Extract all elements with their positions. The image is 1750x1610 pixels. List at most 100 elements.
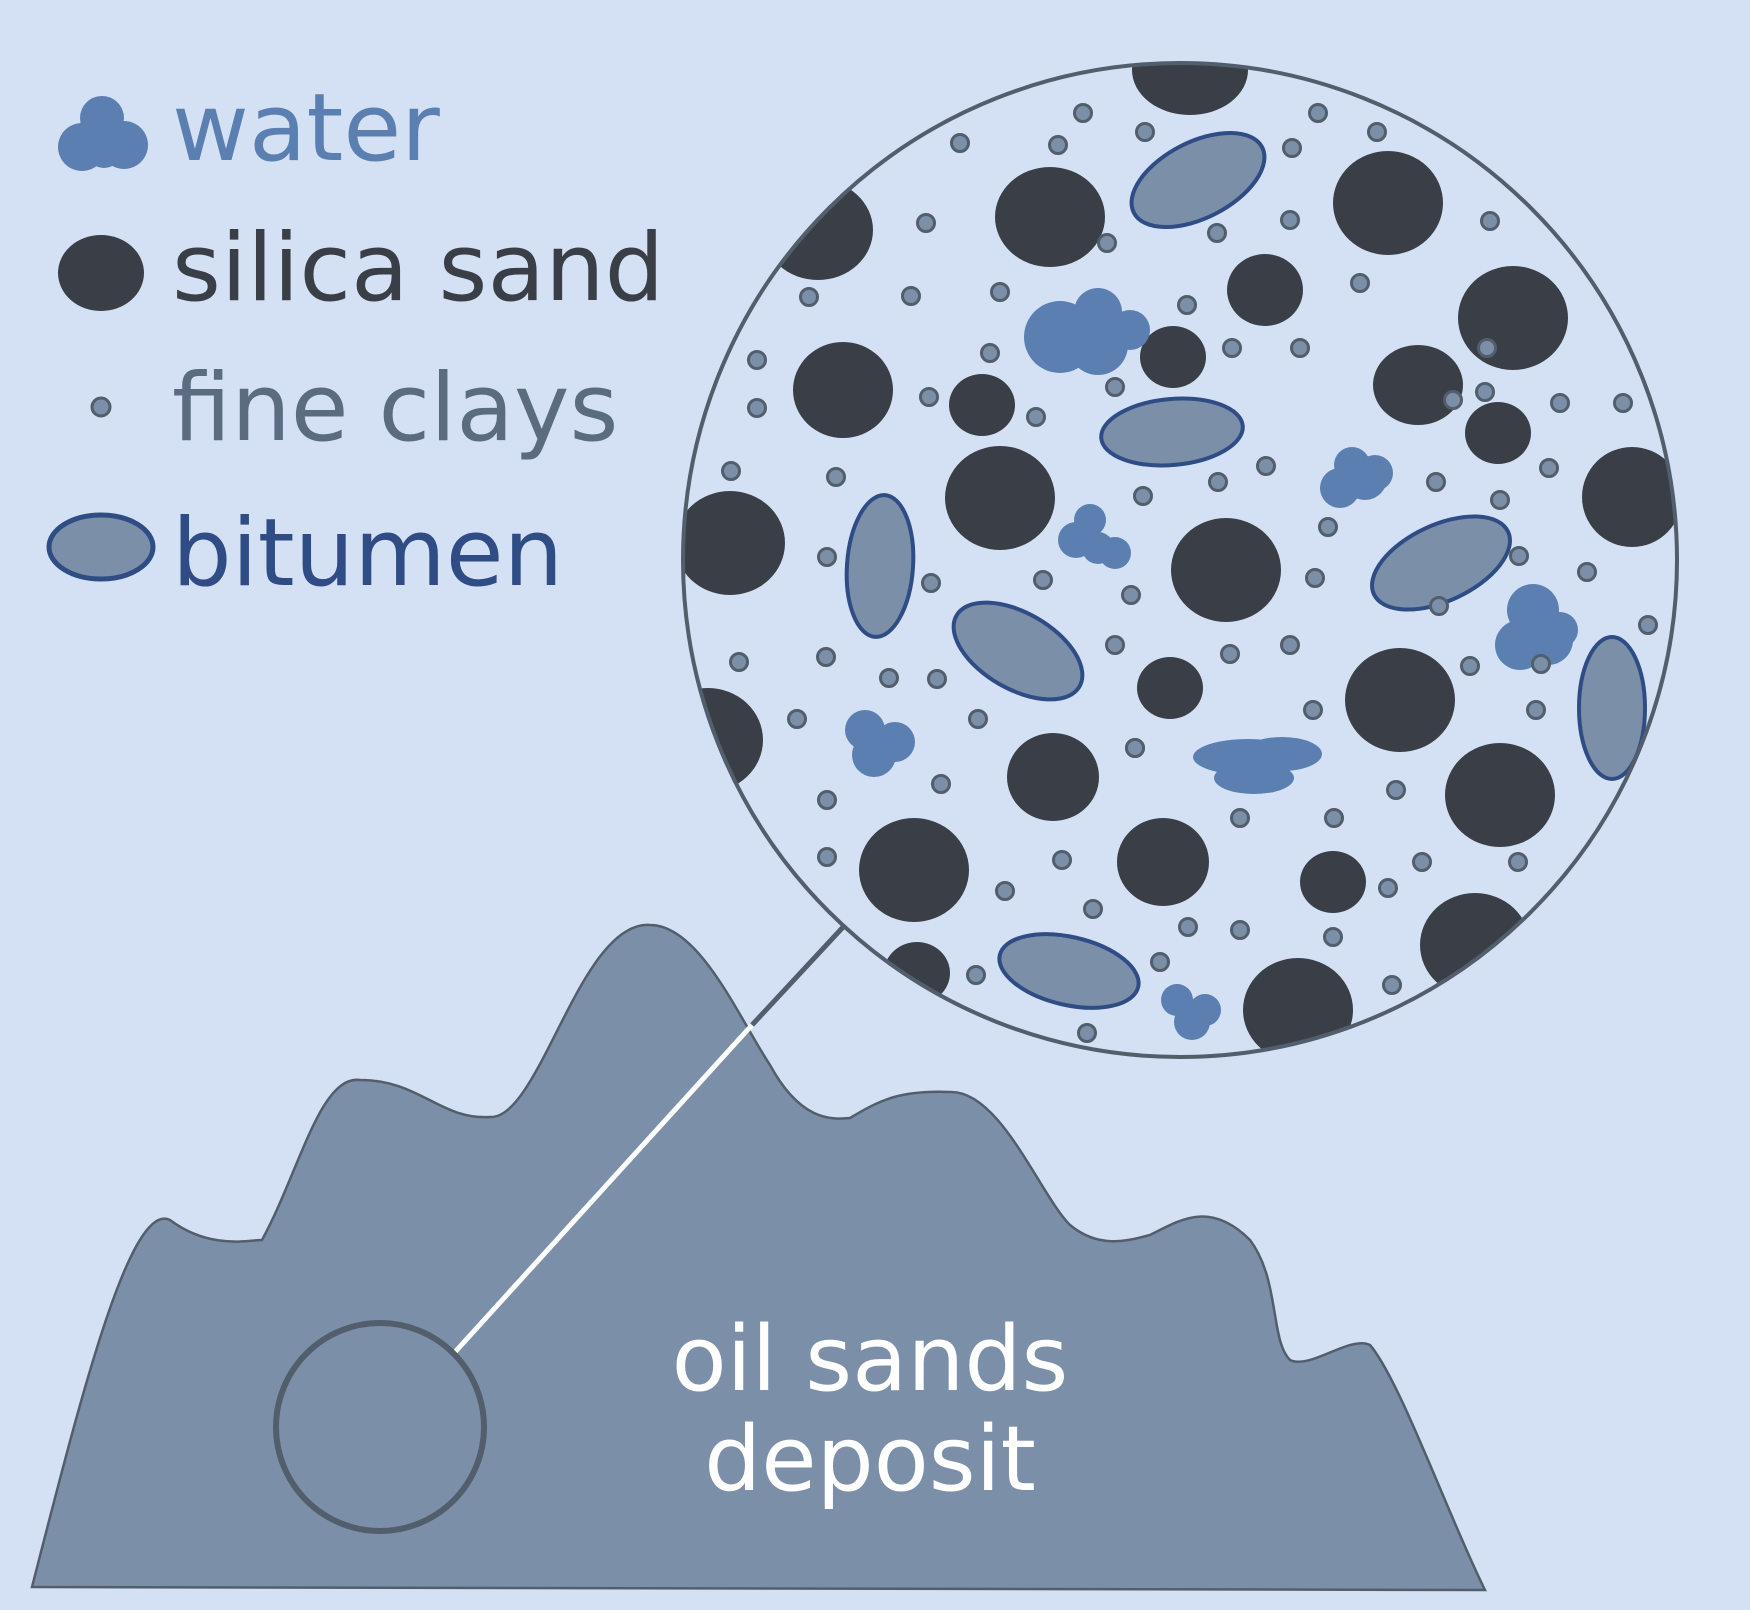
- bitumen-blob: [1370, 514, 1512, 612]
- clay-particle: [1048, 135, 1068, 155]
- clay-particle: [816, 647, 836, 667]
- sand-grain: [1140, 326, 1206, 388]
- clay-particle: [1105, 377, 1125, 397]
- water-droplet: [1542, 612, 1578, 648]
- sand-grain: [1333, 151, 1443, 255]
- clay-particle: [931, 774, 951, 794]
- water-droplet: [1110, 310, 1150, 350]
- deposit-label-line2: deposit: [704, 1407, 1036, 1512]
- clay-particle: [1613, 393, 1633, 413]
- sand-grain: [1137, 657, 1203, 719]
- sand-grain: [1117, 818, 1209, 906]
- sand-grain: [949, 374, 1015, 436]
- clay-particle: [1429, 596, 1449, 616]
- bitumen-blob: [1129, 130, 1267, 230]
- water-droplet: [1357, 455, 1393, 491]
- clay-particle: [817, 547, 837, 567]
- clay-particle: [1318, 517, 1338, 537]
- clay-particle: [747, 350, 767, 370]
- water-droplet: [1099, 537, 1131, 569]
- clay-particle: [826, 467, 846, 487]
- clay-particle: [1550, 393, 1570, 413]
- bitumen-blob: [997, 932, 1141, 1010]
- clay-particle: [968, 709, 988, 729]
- sand-grain: [1227, 254, 1303, 326]
- legend-item-water: water: [58, 74, 440, 183]
- clay-particle: [995, 881, 1015, 901]
- legend-item-bitumen: bitumen: [46, 499, 563, 608]
- clay-particle: [916, 213, 936, 233]
- clay-particle: [1460, 656, 1480, 676]
- clay-particle: [1303, 700, 1323, 720]
- clay-particle-icon: [90, 396, 112, 418]
- clay-particle: [817, 790, 837, 810]
- zoom-connector-upper: [750, 923, 847, 1027]
- clay-particle: [950, 133, 970, 153]
- clay-particle: [1324, 808, 1344, 828]
- clay-particle: [1290, 338, 1310, 358]
- bitumen-blob: [844, 493, 916, 639]
- zoom-connector-lower: [453, 1023, 754, 1354]
- clay-particle: [1150, 952, 1170, 972]
- clay-particle: [1475, 382, 1495, 402]
- legend-label-bitumen: bitumen: [172, 499, 563, 608]
- clay-particle: [1230, 920, 1250, 940]
- clay-particle: [1230, 808, 1250, 828]
- clay-particle: [1208, 472, 1228, 492]
- particle-field: [683, 63, 1677, 1057]
- clay-particle: [747, 398, 767, 418]
- sand-grain: [859, 818, 969, 922]
- clay-particle: [901, 286, 921, 306]
- clay-particle: [1531, 654, 1551, 674]
- legend-label-sand: silica sand: [172, 214, 664, 323]
- sand-grain: [793, 342, 893, 438]
- sand-grain: [945, 446, 1055, 550]
- clay-particle: [1526, 700, 1546, 720]
- clay-particle: [1052, 850, 1072, 870]
- clay-particle: [721, 461, 741, 481]
- sand-grain: [1132, 63, 1248, 115]
- bitumen-blob: [1577, 635, 1647, 781]
- clay-particle: [921, 573, 941, 593]
- legend-item-clay: fine clays: [90, 354, 619, 463]
- clay-particle: [1638, 615, 1658, 635]
- clay-particle: [1386, 780, 1406, 800]
- water-droplet: [1174, 1004, 1210, 1040]
- clay-particle: [1323, 927, 1343, 947]
- sand-grain: [1445, 743, 1555, 847]
- sand-grain: [1458, 266, 1568, 370]
- deposit-label-line1: oil sands: [672, 1307, 1069, 1412]
- clay-particle: [1426, 472, 1446, 492]
- sand-grain: [1007, 733, 1099, 821]
- clay-particle: [1083, 899, 1103, 919]
- clay-particle: [799, 287, 819, 307]
- clay-particle: [1125, 738, 1145, 758]
- bitumen-blob: [951, 600, 1085, 702]
- clay-particle: [1305, 568, 1325, 588]
- sand-grain-icon: [58, 235, 144, 311]
- clay-particle: [1073, 103, 1093, 123]
- clay-particle: [729, 652, 749, 672]
- legend-item-sand: silica sand: [58, 214, 664, 323]
- water-droplet: [1214, 762, 1294, 794]
- clay-particle: [966, 965, 986, 985]
- clay-particle: [1412, 852, 1432, 872]
- sand-grain: [1171, 518, 1281, 622]
- clay-particle: [1280, 635, 1300, 655]
- bitumen-blob-icon: [46, 512, 156, 582]
- clay-particle: [1577, 562, 1597, 582]
- clay-particle: [1177, 295, 1197, 315]
- clay-particle: [1220, 644, 1240, 664]
- clay-particle: [1133, 486, 1153, 506]
- clay-particle: [1367, 122, 1387, 142]
- sand-grain: [683, 491, 785, 595]
- sand-grain: [1582, 447, 1677, 547]
- clay-particle: [1477, 338, 1497, 358]
- clay-particle: [1282, 138, 1302, 158]
- clay-particle: [1121, 585, 1141, 605]
- sand-grain: [1300, 851, 1366, 913]
- clay-particle: [919, 387, 939, 407]
- clay-particle: [1105, 635, 1125, 655]
- clay-particle: [1480, 211, 1500, 231]
- clay-particle: [1256, 456, 1276, 476]
